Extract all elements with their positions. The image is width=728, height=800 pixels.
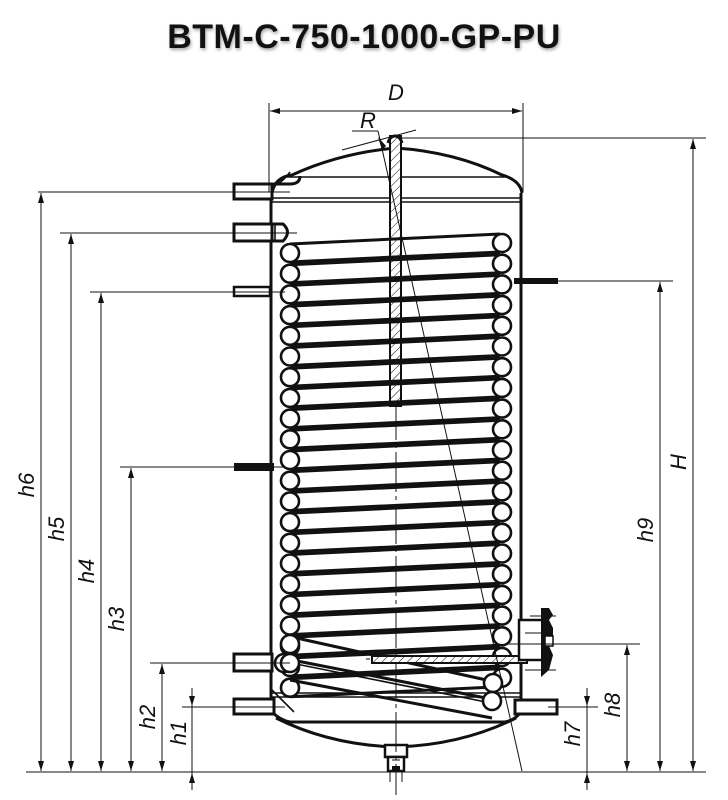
coil-turn-left [279, 408, 301, 429]
svg-text:h4: h4 [74, 559, 99, 583]
coil-turn-left [279, 594, 301, 616]
connection-h1 [182, 689, 295, 716]
coil-turn-right [491, 563, 513, 585]
coil-turn-right [491, 584, 513, 606]
label-D: D [388, 80, 404, 105]
coil-turn-right [491, 253, 513, 275]
svg-text:H: H [666, 454, 691, 470]
svg-text:h9: h9 [633, 518, 658, 542]
coil-turn-left [279, 242, 301, 264]
coil-turn-right [491, 294, 513, 316]
svg-text:h1: h1 [166, 721, 191, 745]
coil-turn-left [279, 346, 301, 367]
svg-text:h8: h8 [600, 692, 625, 717]
svg-text:h7: h7 [560, 721, 585, 746]
coil-turn-left [279, 573, 301, 595]
dimension-h2: h2 [135, 664, 165, 771]
coil-turn-left [279, 491, 301, 512]
connection-h6 [38, 171, 302, 201]
coil-turn-right [491, 625, 513, 647]
dimension-h1: h1 [166, 688, 195, 790]
label-R: R [360, 108, 376, 133]
coil-turn-left [279, 553, 301, 574]
coil-turn-left [279, 325, 301, 347]
coil-turn-left [279, 532, 301, 554]
connection-h9 [514, 278, 673, 284]
dimension-h4: h4 [74, 293, 104, 771]
thermowell [366, 655, 528, 664]
coil-turn-right [491, 232, 513, 254]
coil-turn-right [491, 460, 513, 482]
coil-turn-right [491, 481, 513, 502]
coil-turn-left [279, 428, 301, 450]
svg-text:h2: h2 [135, 705, 160, 729]
dimension-h5: h5 [44, 234, 74, 771]
drawing-title: BTM-C-750-1000-GP-PU [167, 18, 561, 56]
dimension-h8: h8 [600, 645, 630, 771]
coil-turn-left [279, 511, 301, 533]
coil-turn-right [491, 356, 513, 378]
dimension-h6: h6 [14, 193, 44, 771]
coil-turn-right [491, 543, 513, 564]
connection-h4 [90, 285, 285, 298]
svg-text:h3: h3 [104, 606, 129, 631]
connection-h5 [60, 222, 297, 243]
coil-turn-left [279, 677, 301, 699]
coil-turn-right [491, 398, 513, 419]
dimension-h3: h3 [104, 468, 134, 771]
coil-turn-right [491, 315, 513, 337]
coil-turn-right [491, 274, 513, 295]
coil-turn-right [491, 377, 513, 399]
coil-turn-right [491, 439, 513, 461]
coil-turn-right [491, 501, 513, 523]
coil-turn-left [279, 366, 301, 388]
coil-heat-exchanger [279, 232, 513, 699]
inspection-flange [505, 608, 640, 677]
dimension-h7: h7 [560, 688, 590, 790]
coil-turn-right [491, 605, 513, 626]
coil-turn-right [491, 336, 513, 357]
dimension-D: D [268, 80, 524, 192]
dimension-h9: h9 [633, 282, 663, 771]
connection-h7 [513, 698, 598, 716]
svg-text:h5: h5 [44, 516, 69, 541]
dimension-R: R [341, 108, 523, 772]
coil-turn-left [279, 304, 301, 326]
coil-turn-left [279, 470, 301, 492]
svg-text:h6: h6 [14, 472, 39, 497]
coil-turn-left [279, 263, 301, 285]
coil-turn-left [279, 284, 301, 305]
dimension-H: H [666, 139, 696, 771]
connection-h3 [120, 463, 285, 471]
coil-turn-right [491, 418, 513, 440]
coil-turn-left [279, 387, 301, 409]
anode-rod [386, 134, 404, 407]
connection-h2 [150, 652, 290, 673]
coil-turn-left [279, 449, 301, 471]
coil-turn-left [279, 615, 301, 636]
coil-lower-return [273, 633, 504, 720]
coil-turn-right [491, 522, 513, 544]
